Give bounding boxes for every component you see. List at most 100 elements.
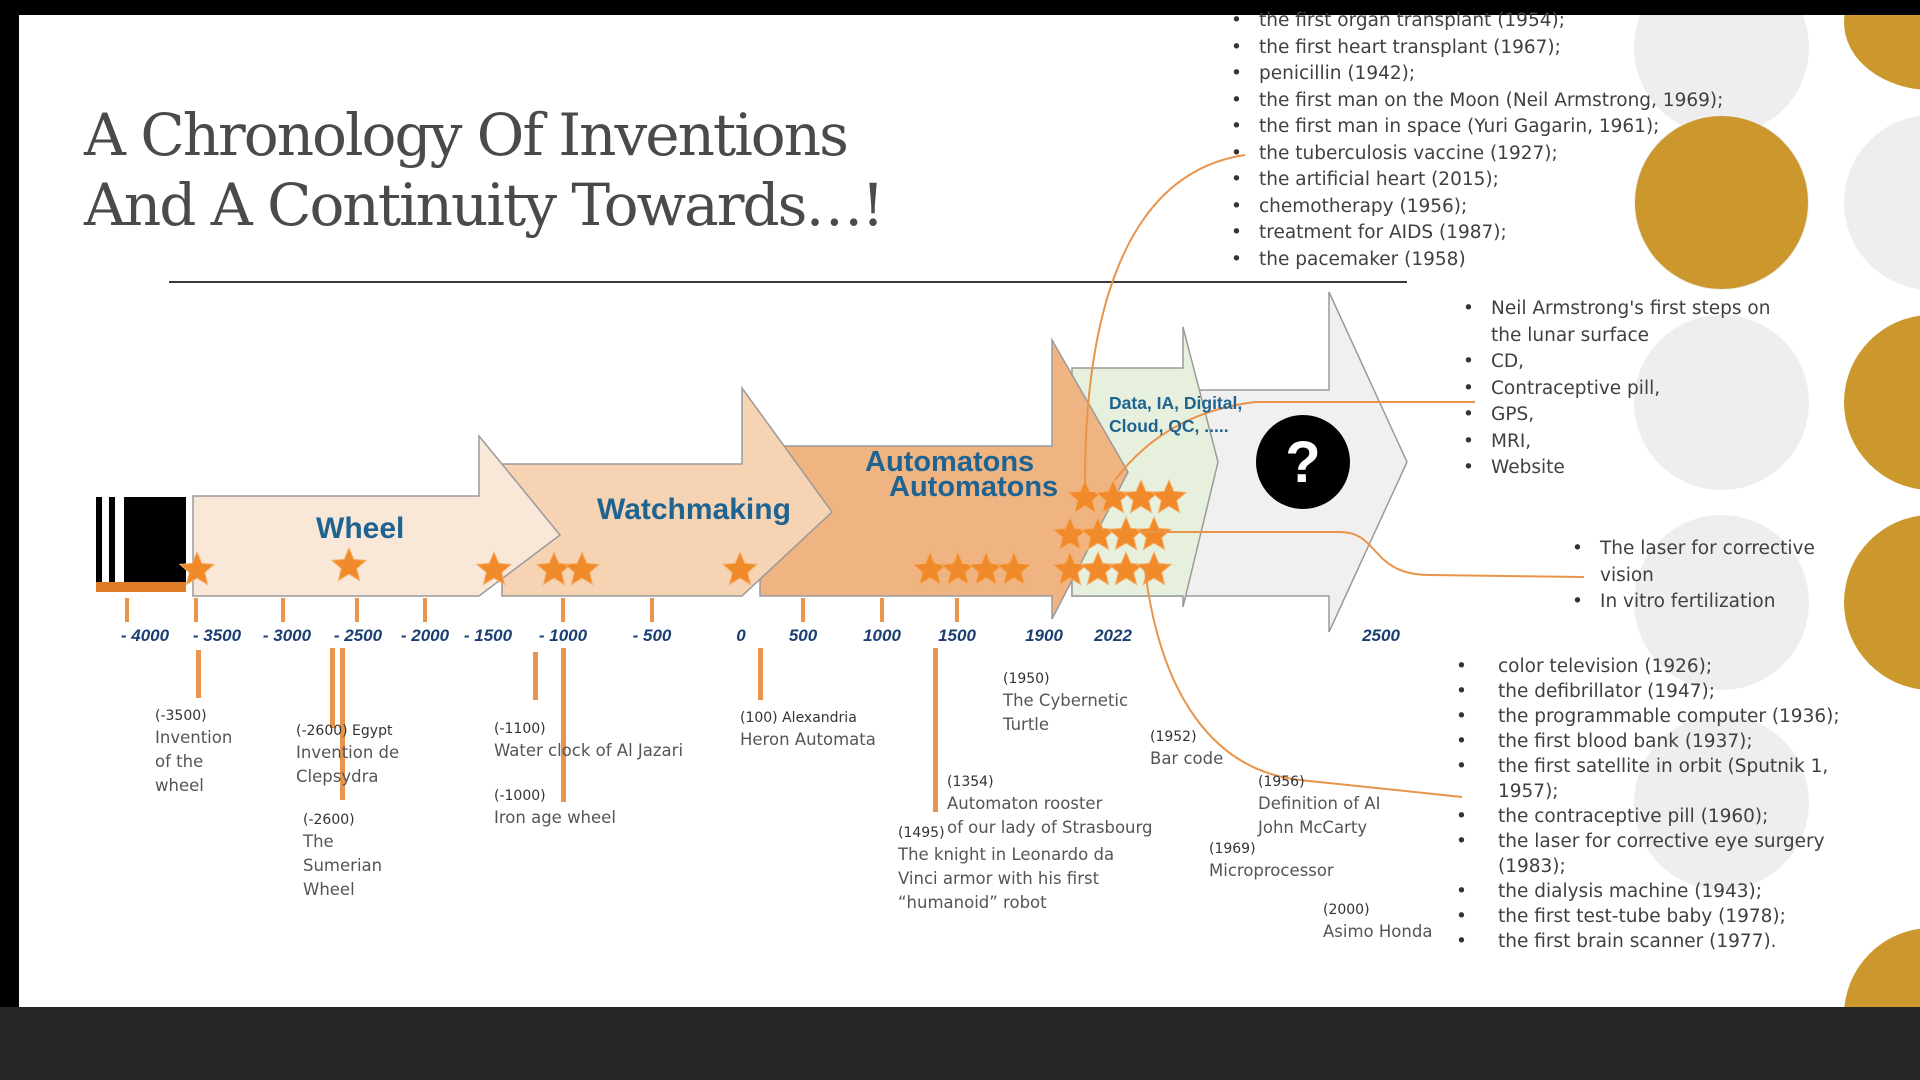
tick-label: 0 [736, 626, 746, 645]
tick-marks [125, 598, 959, 622]
tick-mark [281, 598, 285, 622]
list-item: the first heart transplant (1967); [1229, 35, 1723, 62]
label-data-line-1: Data, IA, Digital, [1109, 393, 1243, 413]
tick-mark [650, 598, 654, 622]
tick-label: - 3000 [263, 626, 312, 645]
tick-label: 2500 [1361, 626, 1400, 645]
list-item: the first brain scanner (1977). [1454, 929, 1874, 954]
annotation-year: (100) Alexandria [740, 710, 857, 726]
list-item: color television (1926); [1454, 654, 1874, 679]
tick-label: 1000 [863, 626, 901, 645]
annotation-text: Clepsydra [296, 767, 379, 786]
tick-labels: - 4000- 3500- 3000- 2500- 2000- 1500- 10… [121, 626, 1401, 645]
list-item: the contraceptive pill (1960); [1454, 804, 1874, 829]
list-item: GPS, [1461, 402, 1791, 429]
annotation-year: (1956) [1258, 774, 1305, 790]
tick-mark [125, 598, 129, 622]
annotation-text: Bar code [1150, 749, 1224, 768]
origin-bar-accent [96, 582, 186, 592]
watchmaking-arrow [501, 385, 833, 597]
tick-label: - 1500 [464, 626, 513, 645]
list-item: Website [1461, 455, 1791, 482]
title-divider [169, 281, 1407, 283]
list-medical-inventions: the first organ transplant (1954);the fi… [1229, 8, 1723, 273]
tick-label: 1900 [1025, 626, 1063, 645]
annotation-year: (-1000) [494, 788, 546, 804]
arrows [192, 291, 1408, 633]
annotation-text: Turtle [1003, 715, 1050, 734]
star-icon [330, 546, 368, 582]
tick-mark [955, 598, 959, 622]
annotation-year: (1952) [1150, 729, 1197, 745]
connector-laser [1140, 531, 1585, 578]
list-item: The laser for corrective vision [1570, 536, 1870, 589]
annotation-year: (1495) [898, 825, 945, 841]
list-item: the pacemaker (1958) [1229, 247, 1723, 274]
annotation-text: The knight in Leonardo da [898, 845, 1115, 864]
list-item: CD, [1461, 349, 1791, 376]
label-data-line-2: Cloud, QC, ..... [1109, 416, 1229, 436]
list-item: the tuberculosis vaccine (1927); [1229, 141, 1723, 168]
tick-label: 500 [789, 626, 818, 645]
annotation: (-1100) Water clock of Al Jazari [494, 719, 683, 763]
annotation-leader [758, 648, 763, 700]
annotation: (-1000)Iron age wheel [494, 786, 616, 830]
connector-misc [1144, 569, 1463, 798]
list-laser-inventions: The laser for corrective visionIn vitro … [1570, 536, 1870, 616]
tick-label: - 4000 [121, 626, 170, 645]
tick-mark [355, 598, 359, 622]
list-item: Contraceptive pill, [1461, 376, 1791, 403]
annotation: (1952) Bar code [1150, 727, 1223, 771]
tick-label: 1500 [938, 626, 976, 645]
annotation-leader [561, 648, 566, 802]
list-item: the first test-tube baby (1978); [1454, 904, 1874, 929]
tick-mark [561, 598, 565, 622]
annotation-text: Microprocessor [1209, 861, 1334, 880]
origin-bars [96, 497, 186, 592]
tick-label: - 500 [633, 626, 672, 645]
list-1969-events: Neil Armstrong's first steps on the luna… [1461, 296, 1791, 482]
annotation-leader [196, 650, 201, 698]
list-item: the laser for corrective eye surgery (19… [1454, 829, 1874, 879]
annotation-text: The [303, 832, 334, 851]
list-item: the programmable computer (1936); [1454, 704, 1874, 729]
label-wheel: Wheel [316, 512, 405, 545]
star-icon [563, 550, 601, 586]
list-item: the first satellite in orbit (Sputnik 1,… [1454, 754, 1874, 804]
tick-mark [194, 598, 198, 622]
invention-stars [178, 478, 1188, 586]
annotation-text: Asimo Honda [1323, 922, 1433, 941]
connector-medical [1084, 154, 1246, 483]
annotation-year: (-2600) [303, 812, 355, 828]
digital-arrow [1071, 326, 1219, 608]
annotation-text: The Cybernetic [1003, 691, 1129, 710]
annotation-year: (1969) [1209, 841, 1256, 857]
annotation-leader [330, 648, 335, 728]
annotation-text: Definition of AI [1258, 794, 1381, 813]
list-other-inventions: color television (1926);the defibrillato… [1454, 654, 1874, 954]
annotation-text: Water clock of Al Jazari [494, 741, 684, 760]
tick-mark [801, 598, 805, 622]
annotation-text: Invention [155, 728, 233, 747]
star-icon [178, 550, 216, 586]
wheel-arrow [192, 433, 562, 597]
star-icon [995, 550, 1033, 586]
tick-mark [423, 598, 427, 622]
list-item: the first organ transplant (1954); [1229, 8, 1723, 35]
annotation-year: (1950) [1003, 671, 1050, 687]
bottom-bar [0, 1007, 1920, 1080]
tick-label: - 2500 [334, 626, 383, 645]
question-mark-icon: ? [1256, 415, 1350, 509]
origin-bar [124, 497, 186, 592]
list-item: MRI, [1461, 429, 1791, 456]
label-watchmaking: Watchmaking [597, 493, 791, 526]
annotation-year: (-1100) [494, 721, 546, 737]
list-item: Neil Armstrong's first steps on the luna… [1461, 296, 1791, 349]
